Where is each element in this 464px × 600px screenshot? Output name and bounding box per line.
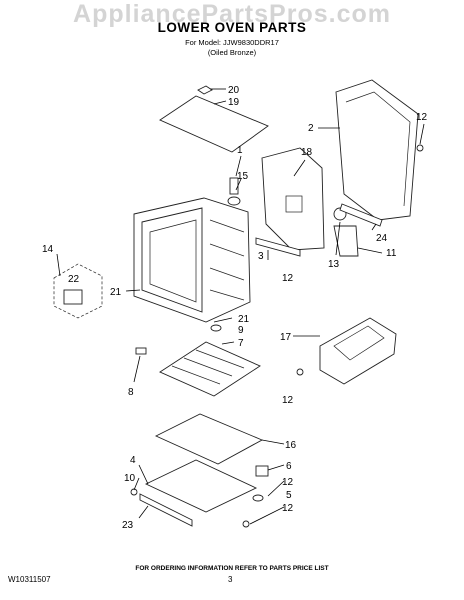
- callout-13: 13: [328, 259, 340, 270]
- part-9-grommet: [210, 324, 222, 332]
- callout-4: 4: [130, 455, 136, 466]
- part-4-lower-panel: [144, 459, 258, 513]
- callout-7: 7: [238, 338, 244, 349]
- part-7-rack: [159, 341, 261, 397]
- callout-9: 9: [238, 325, 244, 336]
- part-12-screw: [416, 144, 424, 152]
- callout-14: 14: [42, 244, 54, 255]
- part-5-grommet: [252, 494, 264, 502]
- part-18-back-panel: [261, 147, 325, 251]
- callout-12: 12: [282, 477, 294, 488]
- cavity-rib: [209, 267, 245, 281]
- callout-5: 5: [286, 490, 292, 501]
- part-2-inner-edge: [345, 91, 411, 207]
- model-line: For Model: JJW9830DDR17: [185, 38, 279, 47]
- part-12-screw: [296, 368, 304, 376]
- callout-12: 12: [282, 503, 294, 514]
- page-number: 3: [228, 575, 233, 584]
- callout-6: 6: [286, 461, 292, 472]
- part-24-strip: [339, 203, 383, 227]
- watermark: AppliancePartsPros.com: [73, 0, 391, 28]
- doc-number: W10311507: [8, 575, 51, 584]
- cavity-rib: [209, 219, 245, 233]
- part-14-light-assembly: [53, 263, 103, 319]
- callout-19: 19: [228, 97, 240, 108]
- rack-bar: [171, 365, 221, 385]
- rack-bar: [183, 357, 233, 377]
- callout-2: 2: [308, 123, 314, 134]
- part-11-bracket: [333, 225, 359, 257]
- cavity-rib: [209, 289, 245, 301]
- callout-1: 1: [237, 145, 243, 156]
- part-22-lens: [63, 289, 83, 305]
- part-23-rail: [139, 493, 193, 527]
- callout-3: 3: [258, 251, 264, 262]
- callout-labels: 20 19 1 15 18 2 12 14 22 21 3 12 24 13 1…: [42, 85, 428, 531]
- part-18-vent: [285, 195, 303, 213]
- rack-bar: [195, 349, 245, 369]
- part-19-top-panel: [159, 95, 269, 153]
- callout-12: 12: [282, 273, 294, 284]
- callout-10: 10: [124, 473, 136, 484]
- callout-21: 21: [110, 287, 122, 298]
- oven-cavity-front: [141, 207, 203, 313]
- part-17-frame: [319, 317, 397, 385]
- callout-18: 18: [301, 147, 313, 158]
- leader-lines: [56, 88, 425, 525]
- callout-20: 20: [228, 85, 240, 96]
- callout-23: 23: [122, 520, 134, 531]
- callout-21: 21: [238, 314, 250, 325]
- part-8-rack-guide: [135, 347, 147, 355]
- order-note: FOR ORDERING INFORMATION REFER TO PARTS …: [135, 565, 329, 572]
- callout-17: 17: [280, 332, 292, 343]
- callout-8: 8: [128, 387, 134, 398]
- callout-15: 15: [237, 171, 249, 182]
- cavity-rib: [209, 243, 245, 257]
- part-3-vent-strip: [255, 237, 301, 257]
- part-12-screw: [242, 520, 250, 528]
- part-16-bottom-panel: [154, 413, 264, 465]
- oven-opening: [149, 219, 197, 303]
- page-title: LOWER OVEN PARTS: [157, 20, 307, 35]
- part-1-terminal: [227, 196, 241, 206]
- part-6-clip: [255, 465, 269, 477]
- finish-line: (Oiled Bronze): [207, 48, 257, 57]
- callout-16: 16: [285, 440, 297, 451]
- part-20-plate: [197, 85, 213, 95]
- callout-12: 12: [282, 395, 294, 406]
- callout-24: 24: [376, 233, 388, 244]
- callout-11: 11: [386, 248, 397, 259]
- callout-22: 22: [68, 274, 80, 285]
- part-2-rear-cover: [335, 79, 419, 221]
- callout-12: 12: [416, 112, 428, 123]
- part-17-inner: [333, 325, 385, 361]
